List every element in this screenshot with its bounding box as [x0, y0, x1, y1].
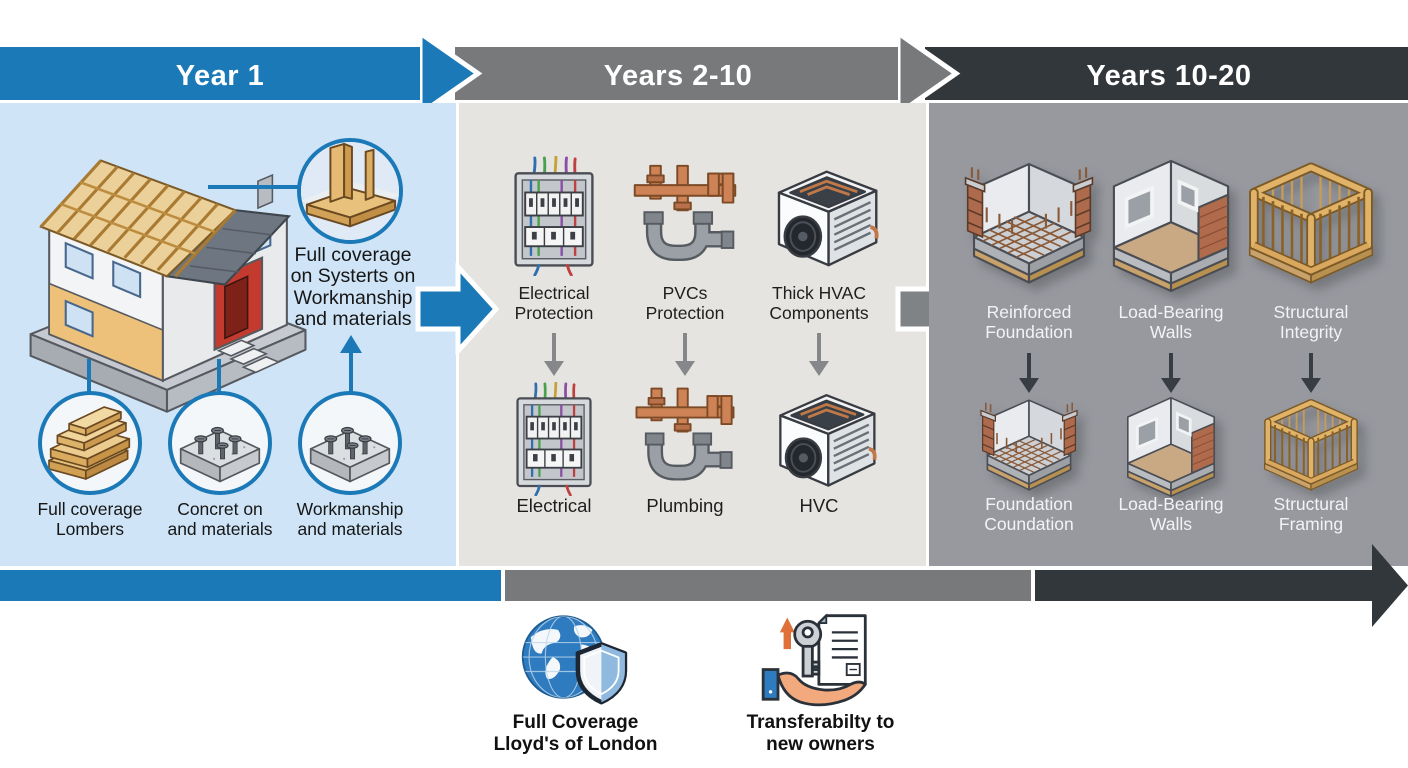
years2-10-top-label: PVCs Protection [645, 283, 725, 323]
hvac-unit-icon [757, 161, 883, 273]
years2-10-bottom-label: Electrical [516, 495, 592, 516]
years2-10-bottom-label: Plumbing [646, 495, 724, 516]
years2-10-top-label: Electrical Protection [514, 283, 594, 323]
phase-transition-arrow [415, 263, 500, 355]
year1-item-label: Workmanship and materials [296, 499, 404, 539]
phase1-bottom-bar [0, 570, 501, 601]
year1-item-label: Full coverage Lombers [37, 499, 143, 539]
concrete-screws-icon [174, 397, 266, 489]
phase2-title: Years 2-10 [603, 60, 753, 92]
year1-panel: Full coverage on Systerts on Workmanship… [0, 103, 456, 566]
reinforced-foundation-icon [954, 143, 1104, 293]
circle1-connector-line [87, 359, 91, 393]
lumber-stack-icon [44, 397, 136, 489]
years10-20-top-label: Reinforced Foundation [985, 302, 1073, 342]
load-bearing-walls-icon [1096, 143, 1246, 293]
year1-callout-text: Full coverage on Systerts on Workmanship… [290, 244, 416, 331]
wall-framing-detail-circle [297, 138, 403, 244]
footer-coverage-label: Full Coverage Lloyd's of London [493, 712, 658, 756]
phase3-banner-bar [925, 47, 1408, 100]
phase1-banner-bar [0, 47, 420, 100]
workmanship-callout-circle [298, 391, 402, 495]
phase2-banner-bar [455, 47, 898, 100]
concrete-callout-circle [168, 391, 272, 495]
phase3-title: Years 10-20 [1086, 60, 1252, 92]
electrical-panel-icon [506, 381, 602, 497]
phase3-bottom-bar [1035, 570, 1373, 601]
years10-20-top-label: Load-Bearing Walls [1118, 302, 1224, 342]
hvac-unit-icon [759, 385, 881, 493]
years10-20-top-label: Structural Integrity [1273, 302, 1349, 342]
plumbing-pipes-icon [625, 159, 745, 277]
years10-20-bottom-label: Foundation Coundation [984, 494, 1074, 534]
phase2-bottom-bar [505, 570, 1031, 601]
plumbing-pipes-icon [627, 383, 743, 495]
electrical-panel-icon [504, 155, 604, 277]
callout-connector-line [208, 185, 300, 189]
year1-item-label: Concret on and materials [167, 499, 273, 539]
structural-framing-icon [1236, 143, 1386, 293]
years2-10-top-label: Thick HVAC Components [769, 283, 869, 323]
years2-10-bottom-label: HVC [799, 495, 839, 516]
hand-key-document-icon [752, 610, 882, 717]
footer-transfer-label: Transferabilty to new owners [746, 712, 895, 756]
load-bearing-walls-icon [1113, 385, 1229, 497]
timeline-banner [0, 30, 1408, 119]
reinforced-foundation-icon [971, 385, 1087, 497]
up-arrow-icon [340, 335, 362, 353]
wall-framing-detail-icon [301, 142, 399, 240]
concrete-screws-icon [304, 397, 396, 489]
years10-20-panel: Reinforced Foundation Load-Bearing Walls… [929, 103, 1408, 566]
phase1-title: Year 1 [175, 60, 265, 92]
structural-framing-icon [1253, 385, 1369, 497]
lumber-callout-circle [38, 391, 142, 495]
years10-20-bottom-label: Structural Framing [1273, 494, 1349, 534]
up-arrow-stem [349, 352, 353, 392]
years2-10-panel: Electrical Protection PVCs Protection Th… [459, 103, 926, 566]
years10-20-bottom-label: Load-Bearing Walls [1118, 494, 1224, 534]
globe-shield-icon [518, 610, 636, 714]
circle2-connector-line [217, 359, 221, 393]
